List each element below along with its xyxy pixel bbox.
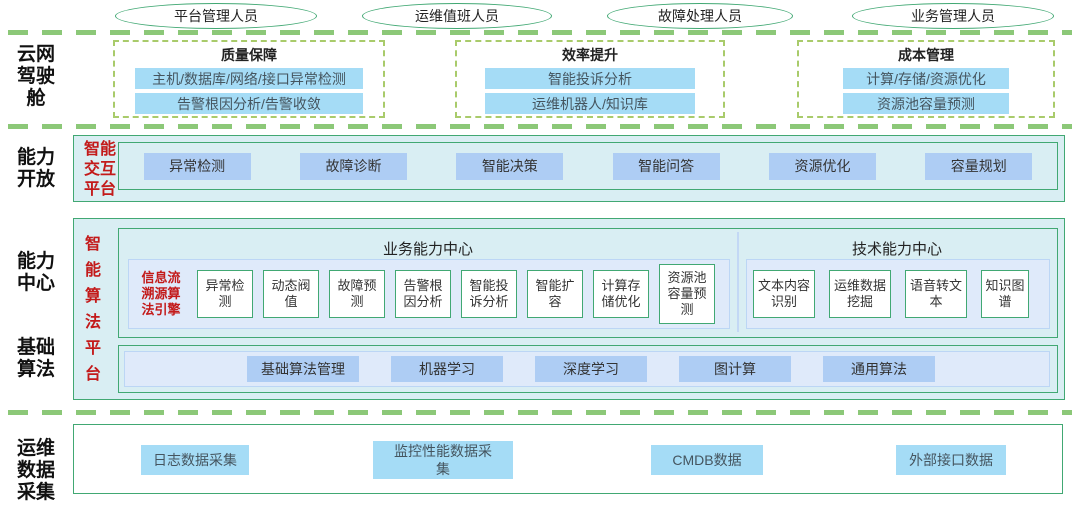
- cockpit-item: 运维机器人/知识库: [485, 93, 695, 114]
- data-collection-box: 日志数据采集 监控性能数据采集 CMDB数据 外部接口数据: [73, 424, 1063, 494]
- technical-capability-box: 文本内容识别: [753, 270, 815, 318]
- role-oval-ops-duty: 运维值班人员: [362, 3, 552, 29]
- technical-capability-box: 语音转文本: [905, 270, 967, 318]
- technical-capability-list: 文本内容识别 运维数据挖掘 语音转文本 知识图谱: [753, 270, 1029, 318]
- basic-algorithm-chip: 通用算法: [823, 356, 935, 382]
- basic-algorithm-chip: 深度学习: [535, 356, 647, 382]
- technical-capability-panel: 文本内容识别 运维数据挖掘 语音转文本 知识图谱: [746, 259, 1050, 329]
- open-capability-chip: 智能问答: [612, 152, 720, 180]
- interaction-platform-label: 智能交互平台: [83, 141, 116, 198]
- separator-line-middle: [8, 124, 1072, 129]
- business-capability-box: 异常检测: [197, 270, 253, 318]
- business-capability-box: 计算存储优化: [593, 270, 649, 318]
- technical-capability-box: 知识图谱: [981, 270, 1029, 318]
- role-oval-business-admin: 业务管理人员: [852, 3, 1054, 29]
- group-title: 质量保障: [221, 47, 277, 63]
- separator-line-top: [8, 30, 1072, 35]
- separator-line-bottom: [8, 410, 1072, 415]
- cockpit-group-efficiency: 效率提升 智能投诉分析 运维机器人/知识库: [455, 40, 725, 118]
- business-capability-box: 资源池容量预测: [659, 264, 715, 324]
- open-capability-chip: 容量规划: [925, 152, 1033, 180]
- sidebar-label-capability-open: 能力开放: [16, 147, 55, 190]
- business-capability-list: 异常检测 动态阀值 故障预测 告警根因分析 智能投诉分析 智能扩容 计算存储优化…: [197, 264, 715, 324]
- roles-row: 平台管理人员 运维值班人员 故障处理人员 业务管理人员: [0, 3, 1080, 29]
- technical-center-title: 技术能力中心: [851, 241, 942, 258]
- basic-algorithm-strip: 基础算法管理 机器学习 深度学习 图计算 通用算法: [124, 351, 1050, 387]
- business-capability-box: 智能投诉分析: [461, 270, 517, 318]
- basic-algorithm-chip: 图计算: [679, 356, 791, 382]
- data-source-chip: 外部接口数据: [896, 445, 1006, 475]
- basic-algorithm-chip: 基础算法管理: [247, 356, 359, 382]
- open-capability-chip: 异常检测: [143, 152, 251, 180]
- group-title: 成本管理: [898, 47, 954, 63]
- business-capability-box: 动态阀值: [263, 270, 319, 318]
- role-oval-platform-admin: 平台管理人员: [115, 3, 317, 29]
- group-title: 效率提升: [562, 47, 618, 63]
- open-capability-chip: 故障诊断: [299, 152, 407, 180]
- sidebar-label-cloud-cockpit: 云网驾驶舱: [16, 44, 55, 109]
- open-capability-chip: 资源优化: [768, 152, 876, 180]
- basic-algorithm-chip: 机器学习: [391, 356, 503, 382]
- basic-algorithm-list: 基础算法管理 机器学习 深度学习 图计算 通用算法: [247, 356, 935, 382]
- algorithm-platform-label: 智能算法平台: [84, 236, 101, 383]
- business-capability-box: 智能扩容: [527, 270, 583, 318]
- cockpit-item: 告警根因分析/告警收敛: [135, 93, 363, 114]
- traceability-engine-label: 信息流溯源算法引擎: [141, 270, 181, 317]
- sidebar-label-capability-center: 能力中心: [16, 251, 55, 294]
- role-oval-fault-handler: 故障处理人员: [607, 3, 793, 29]
- open-capability-strip: 异常检测 故障诊断 智能决策 智能问答 资源优化 容量规划: [118, 142, 1058, 190]
- cockpit-item: 计算/存储/资源优化: [843, 68, 1009, 89]
- cockpit-item: 主机/数据库/网络/接口异常检测: [135, 68, 363, 89]
- business-capability-panel: 信息流溯源算法引擎 异常检测 动态阀值 故障预测 告警根因分析 智能投诉分析 智…: [128, 259, 730, 329]
- technical-capability-box: 运维数据挖掘: [829, 270, 891, 318]
- data-source-chip: CMDB数据: [651, 445, 763, 475]
- sidebar-label-basic-algorithms: 基础算法: [16, 337, 55, 380]
- center-divider: [737, 232, 739, 332]
- cockpit-item: 智能投诉分析: [485, 68, 695, 89]
- cockpit-item: 资源池容量预测: [843, 93, 1009, 114]
- open-capability-chip: 智能决策: [456, 152, 564, 180]
- business-capability-box: 故障预测: [329, 270, 385, 318]
- cockpit-group-cost: 成本管理 计算/存储/资源优化 资源池容量预测: [797, 40, 1055, 118]
- cockpit-group-quality: 质量保障 主机/数据库/网络/接口异常检测 告警根因分析/告警收敛: [113, 40, 385, 118]
- business-center-title: 业务能力中心: [382, 241, 473, 258]
- sidebar-label-ops-data-collection: 运维数据采集: [16, 438, 55, 503]
- capability-center-panel: 业务能力中心 技术能力中心 信息流溯源算法引擎 异常检测 动态阀值 故障预测 告…: [118, 228, 1058, 338]
- data-source-chip: 监控性能数据采集: [373, 441, 513, 479]
- business-capability-box: 告警根因分析: [395, 270, 451, 318]
- data-source-chip: 日志数据采集: [141, 445, 249, 475]
- basic-algorithm-panel: 基础算法管理 机器学习 深度学习 图计算 通用算法: [118, 345, 1058, 393]
